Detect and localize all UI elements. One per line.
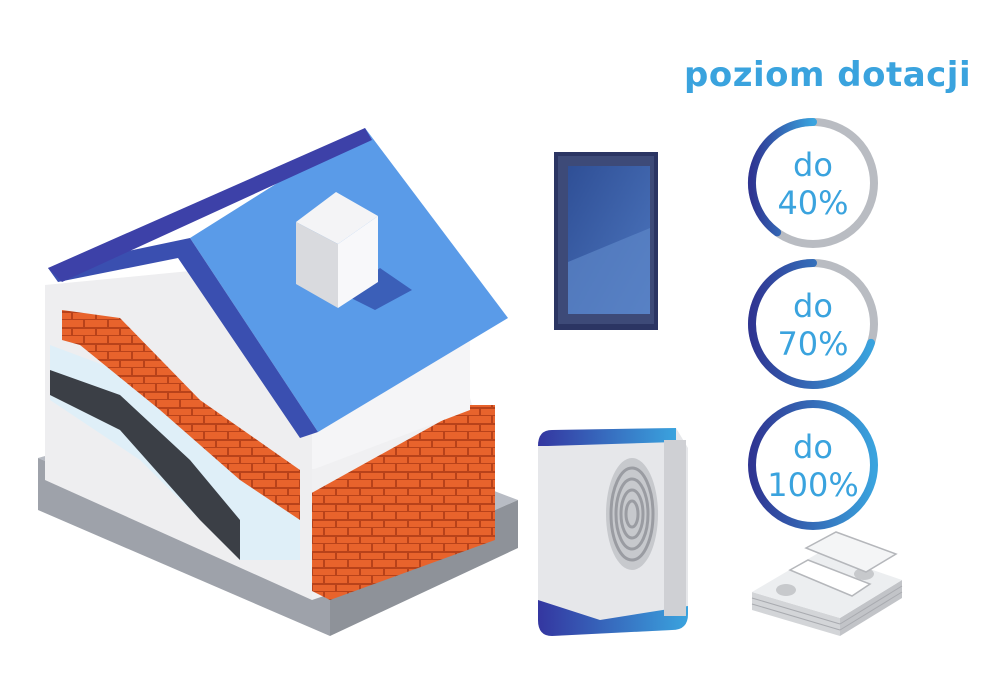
- cash-stack-icon: [751, 531, 903, 636]
- subsidy-value: 70%: [777, 325, 849, 363]
- insulation-layer-dark: [50, 370, 240, 560]
- subsidy-label-40: do 40%: [753, 146, 873, 222]
- subsidy-label-70: do 70%: [753, 287, 873, 363]
- ring-progress: [748, 259, 876, 389]
- heat-pump-icon: [538, 428, 688, 636]
- subsidy-ring-40: [748, 118, 878, 248]
- roof-left: [48, 238, 318, 438]
- subsidy-ring-100: [748, 400, 878, 530]
- house-right-upper-wall: [312, 330, 470, 470]
- subsidy-value: 100%: [767, 466, 859, 504]
- chimney-shadow: [345, 268, 412, 310]
- brick-front-strip: [62, 310, 300, 520]
- roof-edge: [48, 128, 372, 282]
- brick-side-wall: [290, 405, 495, 600]
- house-insulation-icon: [38, 128, 518, 636]
- cash-stack-side: [840, 580, 902, 636]
- chimney-left: [296, 222, 338, 308]
- subsidy-prefix: do: [793, 287, 833, 325]
- subsidy-value: 40%: [777, 184, 849, 222]
- ring-progress: [748, 400, 878, 530]
- heat-pump-top-band: [538, 428, 676, 446]
- cash-stack-lines: [751, 585, 903, 631]
- cash-emblem-left: [776, 584, 796, 596]
- cash-stack-front: [752, 592, 840, 636]
- chimney-top: [296, 192, 378, 244]
- subsidy-level-heading: poziom dotacji: [684, 55, 972, 95]
- cash-band: [788, 559, 872, 597]
- heat-pump-bottom-band: [538, 600, 688, 636]
- cash-top-bill: [804, 531, 898, 573]
- window-icon: [554, 152, 658, 330]
- ring-progress: [748, 118, 817, 237]
- subsidy-prefix: do: [793, 146, 833, 184]
- heat-pump-side: [664, 440, 686, 616]
- subsidy-ring-70: [748, 259, 878, 389]
- subsidy-prefix: do: [793, 428, 833, 466]
- heat-pump-fan: [606, 458, 658, 570]
- chimney-right: [338, 216, 378, 308]
- subsidy-label-100: do 100%: [753, 428, 873, 504]
- window-reflection: [568, 228, 650, 314]
